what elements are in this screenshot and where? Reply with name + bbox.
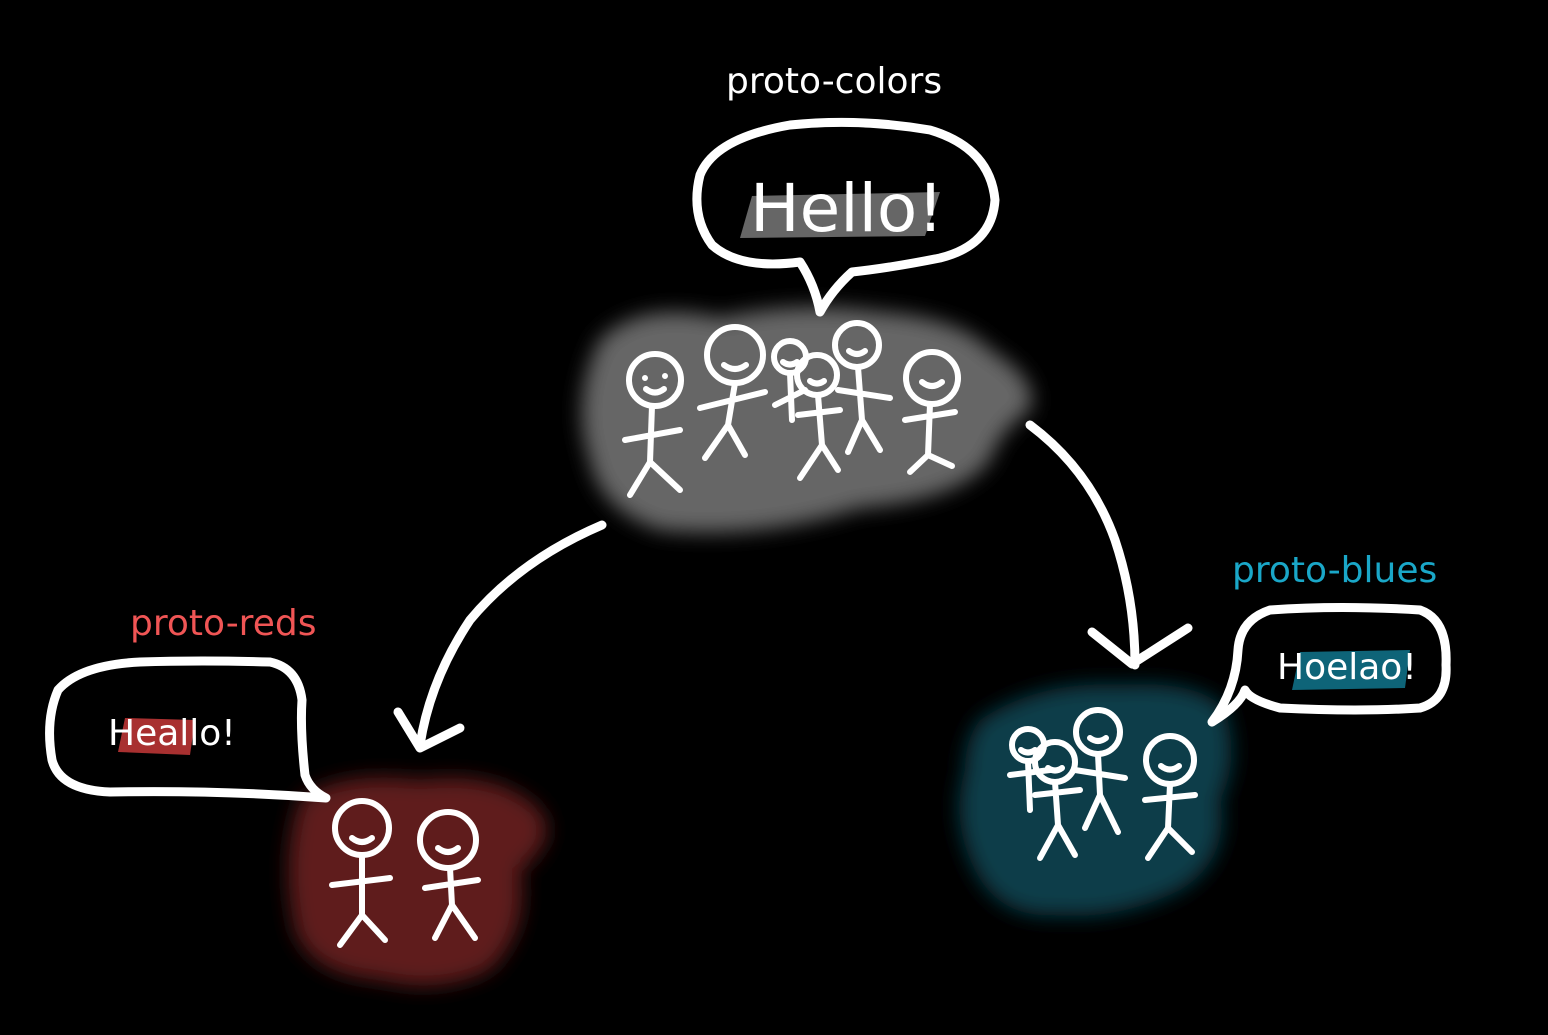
stick-figure bbox=[697, 324, 768, 461]
highlight-heallo bbox=[118, 718, 195, 755]
speech-text-proto-reds: Heallo! bbox=[108, 713, 236, 754]
stick-figure bbox=[832, 320, 893, 455]
speech-bubble-proto-colors bbox=[692, 117, 1000, 317]
group-label-proto-colors: proto-colors bbox=[726, 61, 943, 102]
group-label-proto-blues: proto-blues bbox=[1232, 550, 1438, 591]
stick-figures-proto-reds bbox=[329, 798, 481, 948]
stick-figures-proto-blues bbox=[1007, 707, 1198, 861]
stick-figure bbox=[1142, 733, 1198, 861]
speech-bubble-proto-reds bbox=[45, 656, 331, 803]
group-label-proto-reds: proto-reds bbox=[130, 603, 317, 644]
speech-text-proto-colors: Hello! bbox=[750, 170, 944, 247]
arrow-to-proto-blues bbox=[1025, 420, 1193, 670]
stick-figure bbox=[622, 351, 684, 498]
speech-text-proto-blues: Hoelao! bbox=[1277, 647, 1417, 688]
highlight-hoelao bbox=[1292, 650, 1410, 690]
group-blob-proto-colors bbox=[582, 307, 1032, 533]
speech-bubble-proto-blues bbox=[1207, 603, 1451, 727]
stick-figure bbox=[417, 809, 481, 941]
stick-figure bbox=[329, 798, 393, 948]
stick-figure bbox=[794, 352, 843, 481]
stick-figures-proto-colors bbox=[622, 320, 961, 498]
stick-figure bbox=[1032, 739, 1083, 861]
stick-figure bbox=[902, 349, 961, 475]
highlight-hello bbox=[740, 192, 940, 238]
group-blob-proto-reds bbox=[288, 777, 547, 986]
stick-figure bbox=[1072, 707, 1128, 835]
arrow-to-proto-reds bbox=[393, 520, 607, 753]
